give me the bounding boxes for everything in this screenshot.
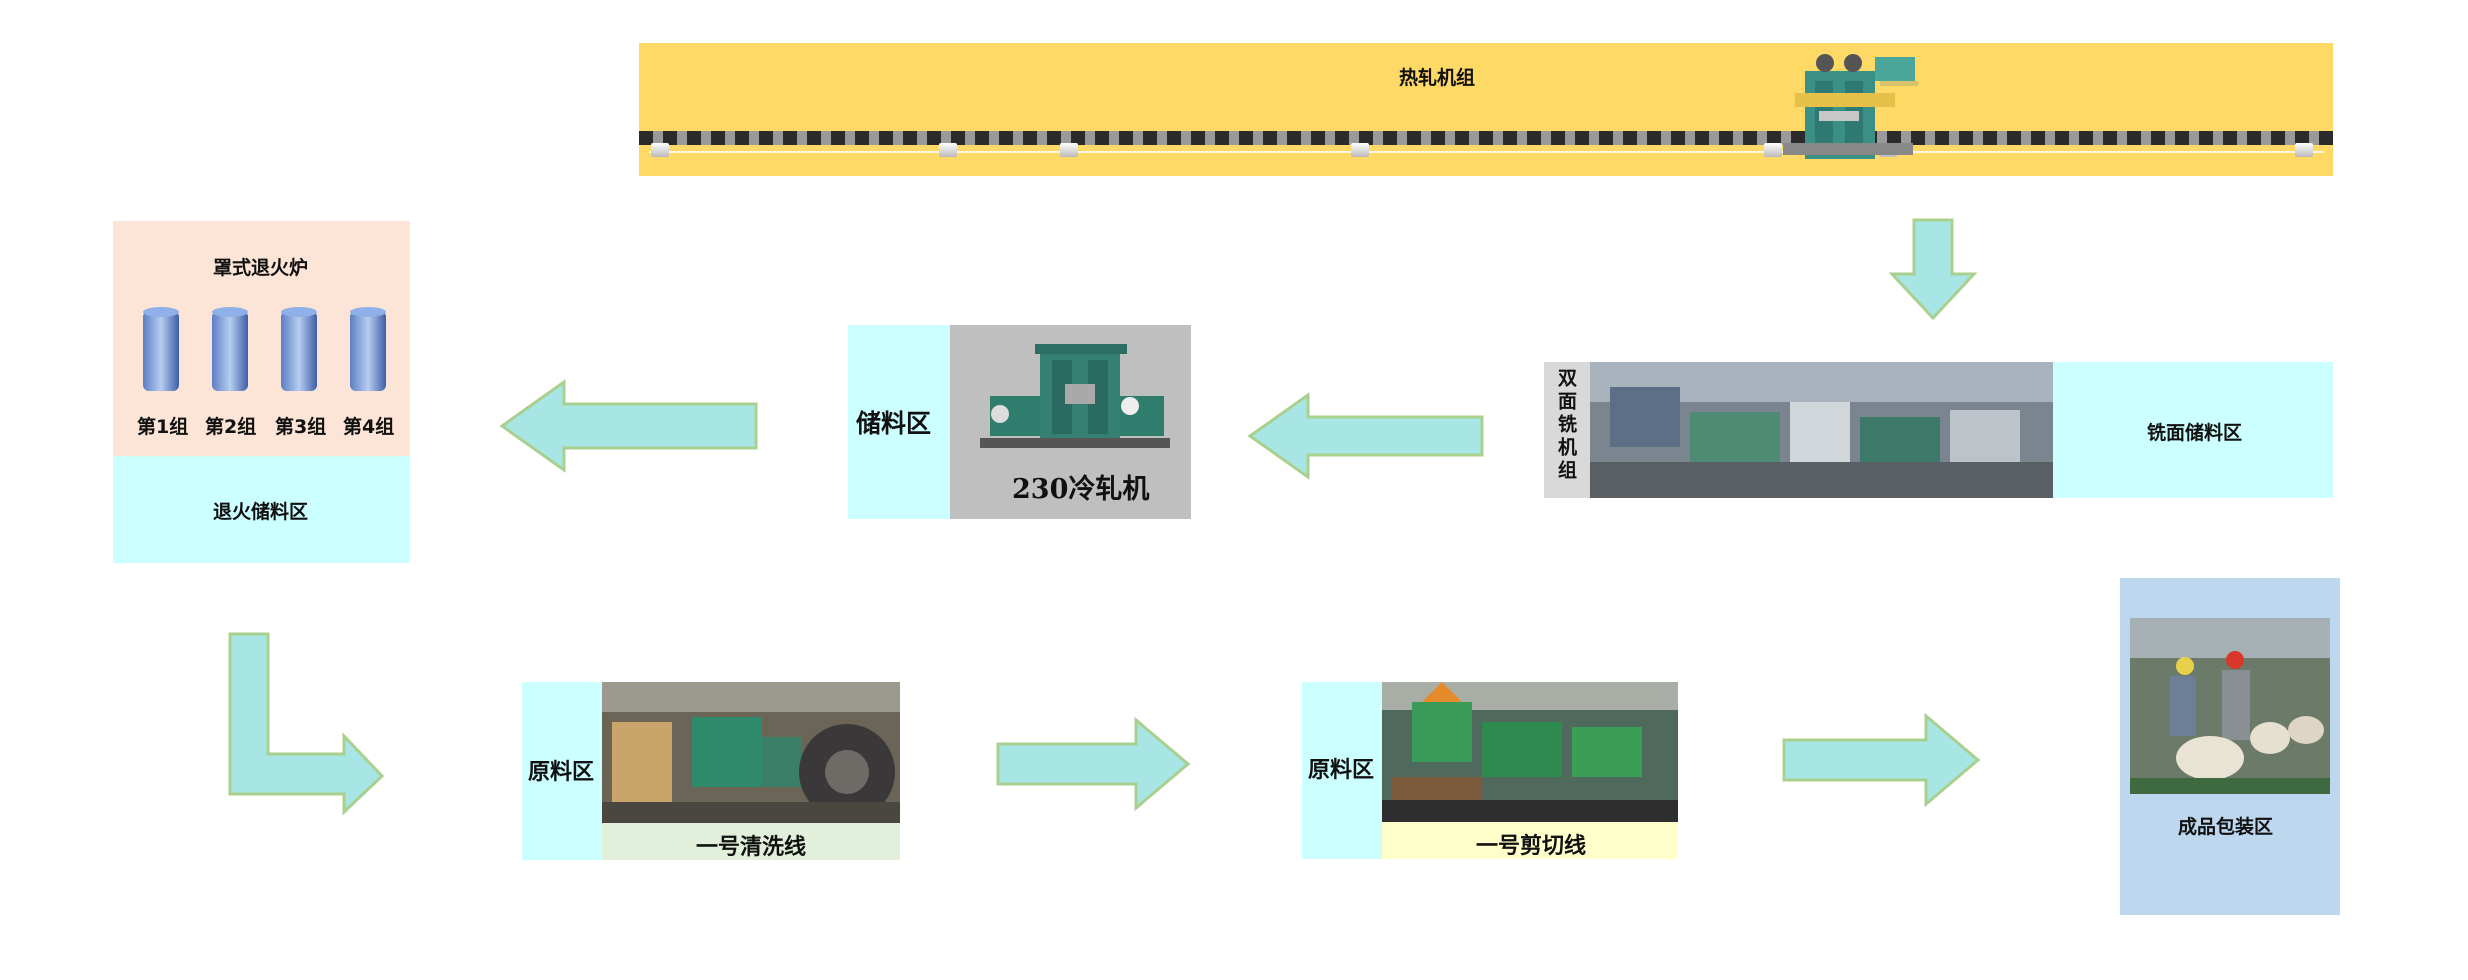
flow-arrow-down bbox=[1888, 218, 1978, 321]
furnace-icon bbox=[210, 305, 250, 395]
annealing-storage-label: 退火储料区 bbox=[213, 501, 309, 523]
roller-icon bbox=[1060, 143, 1078, 157]
cleaning-line-title: 一号清洗线 bbox=[696, 835, 807, 860]
milling-photo bbox=[1590, 362, 2053, 498]
furnace-group-label: 第4组 bbox=[343, 416, 395, 438]
furnace-group-label: 第3组 bbox=[275, 416, 327, 438]
furnace-icon bbox=[279, 305, 319, 395]
cleaning-line-title-box: 一号清洗线 bbox=[602, 823, 900, 860]
annealing-storage: 退火储料区 bbox=[113, 456, 410, 563]
flow-arrow-left bbox=[498, 378, 760, 474]
roller-icon bbox=[651, 143, 669, 157]
cutting-line-photo bbox=[1382, 682, 1678, 822]
cleaning-line-photo bbox=[602, 682, 900, 823]
furnace-icon bbox=[348, 305, 388, 395]
flow-arrow-right bbox=[994, 716, 1192, 812]
cutting-line-title-box: 一号剪切线 bbox=[1382, 822, 1678, 859]
annealing-title: 罩式退火炉 bbox=[213, 257, 309, 279]
roller-icon bbox=[1351, 143, 1369, 157]
packaging-section: 成品包装区 bbox=[2120, 578, 2340, 915]
milling-unit-label: 双面铣机组 bbox=[1555, 368, 1577, 483]
annealing-section: 罩式退火炉 第1组 第2组 第3组 第4组 bbox=[113, 221, 410, 456]
milling-storage: 铣面储料区 bbox=[2053, 362, 2333, 498]
hot-rolling-section: 热轧机组 bbox=[639, 43, 2333, 176]
roller-icon bbox=[939, 143, 957, 157]
flow-arrow-down-right bbox=[226, 632, 386, 816]
packaging-title: 成品包装区 bbox=[2178, 816, 2274, 838]
cold-rolling-storage-label: 储料区 bbox=[856, 409, 932, 438]
milling-unit-label-box: 双面铣机组 bbox=[1544, 362, 1590, 498]
conveyor-track bbox=[639, 131, 2333, 145]
cutting-line-title: 一号剪切线 bbox=[1476, 834, 1587, 859]
flow-arrow-left bbox=[1246, 391, 1486, 481]
cold-rolling-mill-icon bbox=[980, 340, 1170, 452]
cutting-raw-area: 原料区 bbox=[1302, 682, 1382, 859]
cold-rolling-section: 230冷轧机 bbox=[950, 325, 1191, 519]
cleaning-raw-area: 原料区 bbox=[522, 682, 602, 860]
flow-arrow-right bbox=[1780, 712, 1982, 808]
cutting-raw-area-label: 原料区 bbox=[1308, 758, 1375, 783]
furnace-group-label: 第2组 bbox=[205, 416, 257, 438]
conveyor-rail bbox=[649, 151, 2324, 153]
roller-icon bbox=[2295, 143, 2313, 157]
cold-rolling-storage: 储料区 bbox=[848, 325, 950, 519]
packaging-photo bbox=[2130, 618, 2330, 794]
cold-rolling-title: 230冷轧机 bbox=[1012, 474, 1150, 505]
hot-rolling-title: 热轧机组 bbox=[1399, 67, 1476, 89]
cleaning-raw-area-label: 原料区 bbox=[528, 760, 595, 785]
milling-storage-label: 铣面储料区 bbox=[2147, 422, 2243, 444]
hot-rolling-mill-icon bbox=[1775, 51, 1925, 163]
furnace-icon bbox=[141, 305, 181, 395]
roller-icon bbox=[1764, 143, 1782, 157]
furnace-group-label: 第1组 bbox=[137, 416, 189, 438]
